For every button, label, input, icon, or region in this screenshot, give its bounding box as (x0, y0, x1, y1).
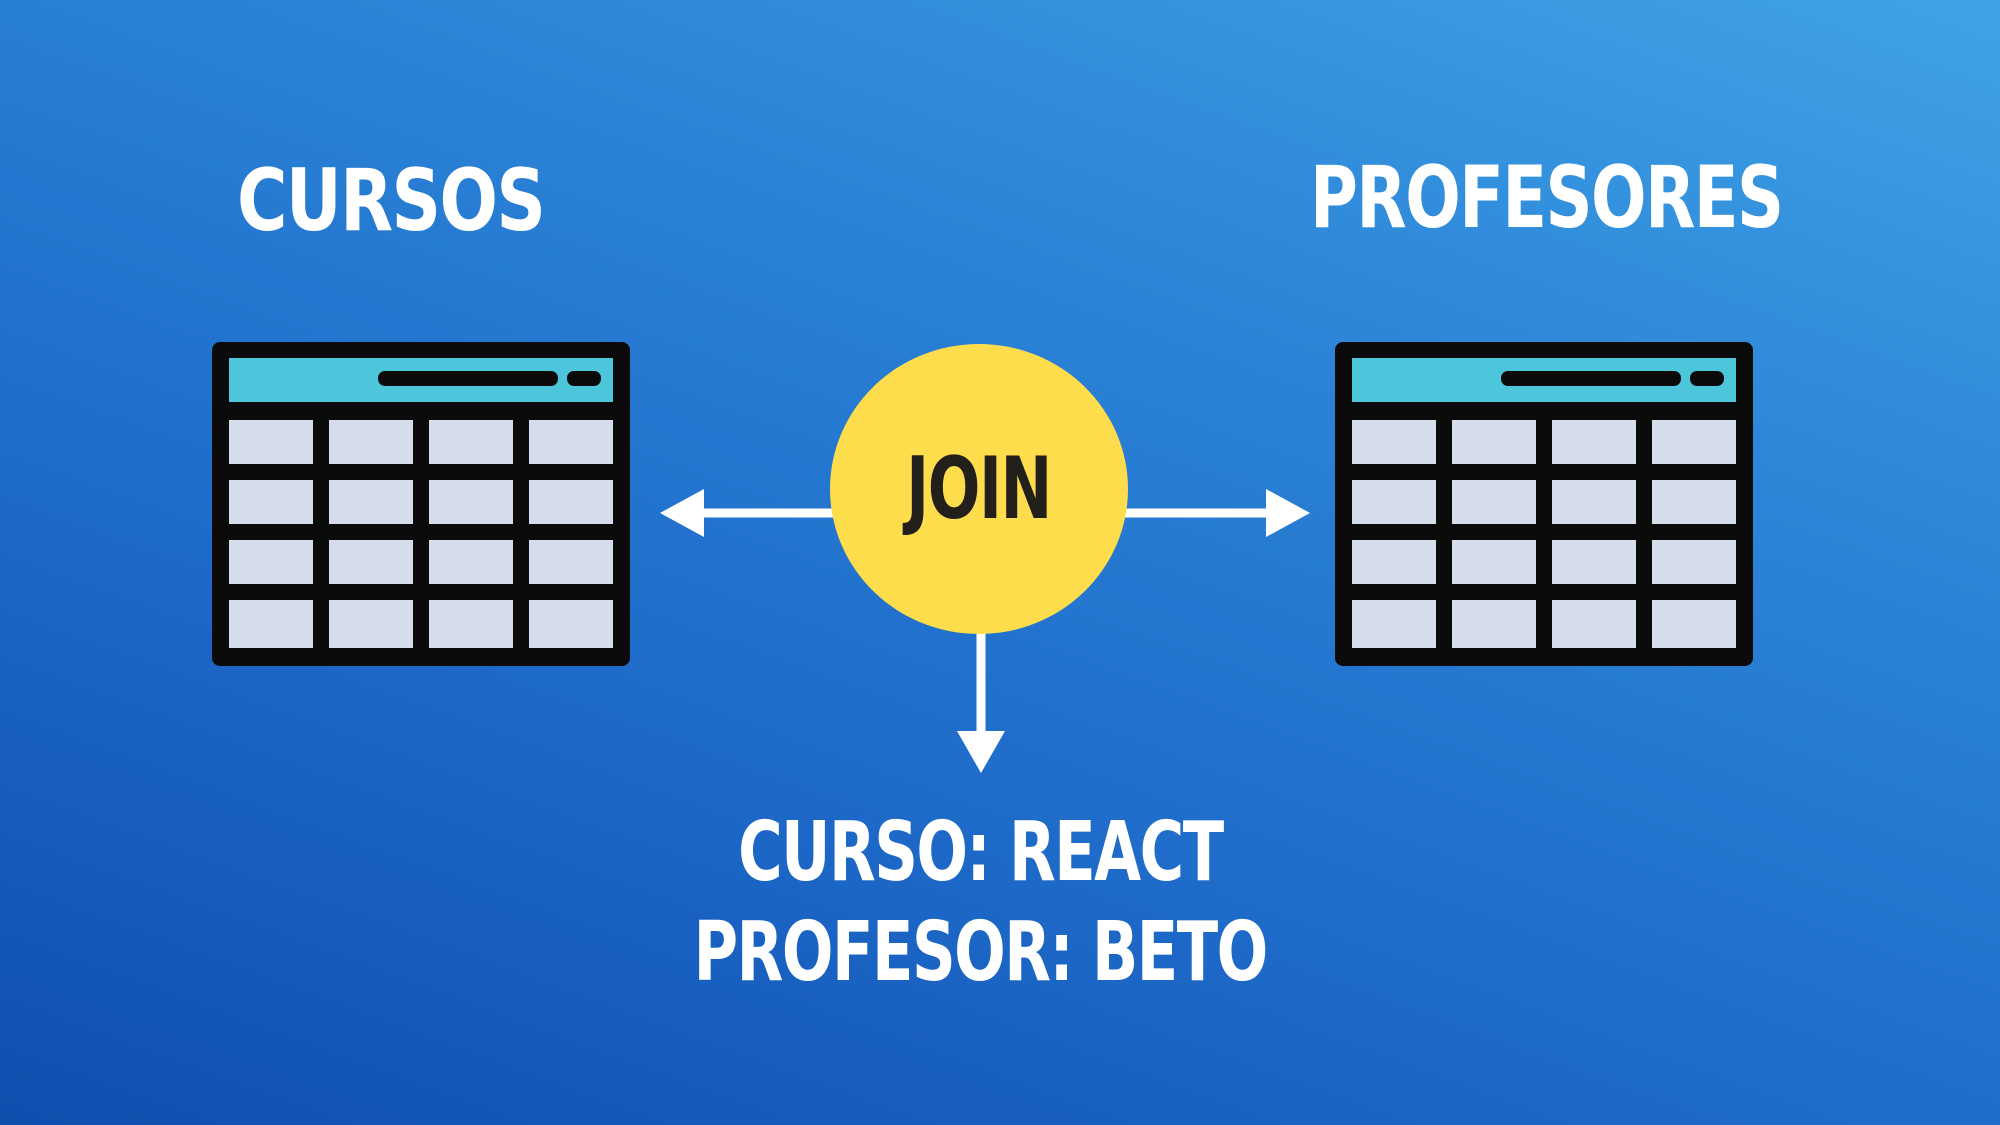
profesores-table-icon (1335, 342, 1753, 666)
result-course-text: CURSO: REACT (737, 805, 1224, 900)
join-label: JOIN (906, 439, 1053, 539)
join-circle: JOIN (830, 344, 1128, 634)
result-teacher-line: PROFESOR: BETO (0, 912, 1960, 994)
arrow-left-icon (660, 489, 835, 537)
arrow-right-icon (1125, 489, 1310, 537)
result-course-line: CURSO: REACT (0, 812, 1960, 894)
arrow-down-icon (957, 630, 1005, 773)
cursos-table-icon (212, 342, 630, 666)
result-teacher-text: PROFESOR: BETO (693, 905, 1268, 1000)
